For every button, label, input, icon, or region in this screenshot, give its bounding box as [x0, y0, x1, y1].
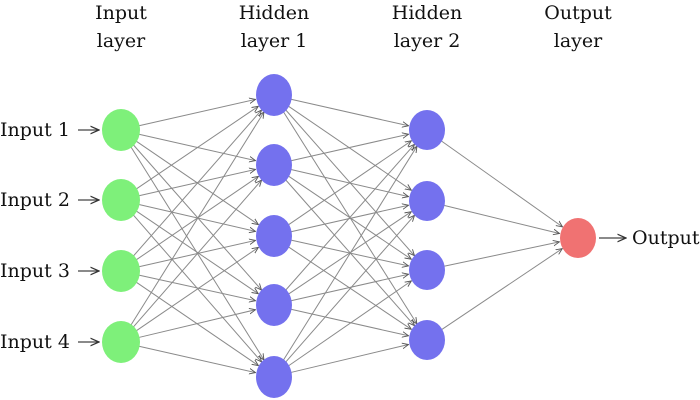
- input-label-2: Input 2: [0, 189, 70, 211]
- connection-hidden1-4-to-hidden2-1: [285, 144, 415, 291]
- hidden-layer-2-title-line-1: Hidden: [392, 2, 462, 24]
- connection-hidden1-5-to-hidden2-1: [283, 146, 418, 361]
- input-label-4: Input 4: [0, 331, 70, 353]
- connection-input-4-to-hidden1-3: [136, 247, 259, 332]
- hidden1-node-5: [256, 356, 292, 398]
- connection-hidden1-3-to-hidden2-1: [288, 141, 412, 226]
- output-node-1: [560, 218, 596, 258]
- connection-hidden1-2-to-hidden2-1: [291, 134, 409, 162]
- connection-input-2-to-hidden1-1: [136, 106, 259, 190]
- connection-hidden1-5-to-hidden2-4: [291, 345, 409, 373]
- input-label-1: Input 1: [0, 119, 70, 141]
- connection-input-3-to-hidden1-4: [139, 274, 256, 300]
- layer-titles: Input layer Hidden layer 1 Hidden layer …: [95, 2, 612, 52]
- hidden1-node-4: [256, 284, 292, 326]
- output-label-1: Output: [632, 227, 700, 249]
- connection-hidden1-1-to-hidden2-1: [291, 98, 409, 125]
- input-node-3: [102, 250, 140, 292]
- input-layer-title-line-1: Input: [95, 2, 147, 24]
- hidden1-node-1: [256, 74, 292, 116]
- connection-input-4-to-hidden1-4: [139, 310, 256, 338]
- hidden1-node-3: [256, 215, 292, 257]
- connection-hidden1-4-to-hidden2-3: [291, 274, 409, 302]
- input-label-3: Input 3: [0, 260, 70, 282]
- connection-input-2-to-hidden1-4: [136, 210, 259, 293]
- connection-hidden1-5-to-hidden2-2: [285, 215, 415, 363]
- hidden-layer-1-title-line-2: layer 1: [241, 30, 308, 52]
- input-node-1: [102, 109, 140, 151]
- connection-hidden1-4-to-hidden2-4: [291, 308, 409, 335]
- hidden2-node-3: [409, 250, 445, 290]
- connection-input-3-to-hidden1-1: [133, 110, 262, 257]
- hidden2-node-2: [409, 181, 445, 221]
- connection-hidden2-1-to-output-1: [441, 140, 563, 227]
- io-labels: Input 1 Input 2 Input 3 Input 4 Output: [0, 119, 700, 353]
- connection-input-4-to-hidden1-2: [133, 180, 261, 328]
- connections: [130, 98, 563, 373]
- connection-input-4-to-hidden1-1: [130, 112, 264, 326]
- connection-input-4-to-hidden1-5: [139, 345, 256, 372]
- io-arrows: [78, 130, 626, 342]
- hidden1-node-2: [256, 144, 292, 186]
- connection-hidden1-5-to-hidden2-3: [288, 281, 412, 367]
- connection-hidden2-4-to-output-1: [441, 249, 562, 330]
- hidden-layer-1-title-line-1: Hidden: [239, 2, 309, 24]
- output-layer-title-line-2: layer: [554, 30, 603, 52]
- input-node-2: [102, 179, 140, 221]
- hidden2-node-1: [409, 110, 445, 150]
- hidden-layer-2-title-line-2: layer 2: [394, 30, 461, 52]
- connection-hidden2-3-to-output-1: [444, 242, 560, 267]
- connection-input-1-to-hidden1-1: [139, 99, 256, 127]
- input-node-4: [102, 321, 140, 363]
- hidden2-node-4: [409, 320, 445, 360]
- output-layer-title-line-1: Output: [544, 2, 612, 24]
- connection-hidden1-1-to-hidden2-2: [288, 105, 412, 190]
- connection-hidden1-3-to-hidden2-2: [291, 205, 409, 233]
- neurons: [102, 74, 596, 398]
- connection-hidden2-2-to-output-1: [444, 205, 560, 234]
- input-layer-title-line-2: layer: [97, 30, 146, 52]
